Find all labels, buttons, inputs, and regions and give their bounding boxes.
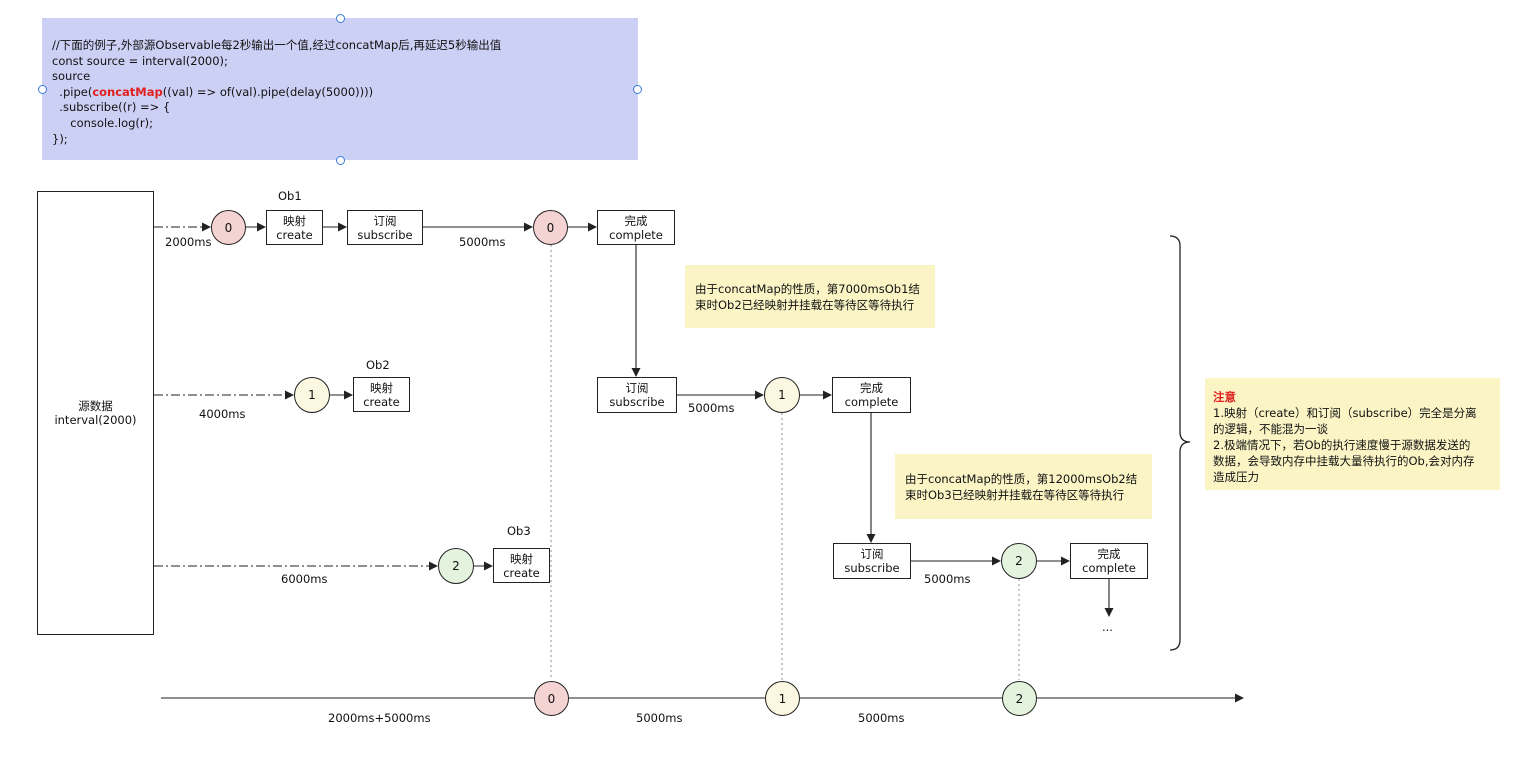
subscribe-line2: subscribe: [357, 227, 413, 242]
create-line2: create: [503, 565, 540, 580]
subscribe-box-ob1[interactable]: 订阅 subscribe: [347, 210, 423, 245]
value-text: 0: [224, 220, 233, 235]
subscribe-line1: 订阅: [860, 547, 884, 561]
note3-line2: 的逻辑，不能混为一谈: [1213, 422, 1328, 436]
pipe-suffix: ((val) => of(val).pipe(delay(5000)))): [162, 84, 374, 99]
note-ob2-complete[interactable]: 由于concatMap的性质，第12000msOb2结 束时Ob3已经映射并挂载…: [895, 454, 1152, 519]
note3-line3: 2.极端情况下，若Ob的执行速度慢于源数据发送的: [1213, 438, 1471, 452]
interval-label-2000: 2000ms: [165, 235, 212, 249]
code-line-1: //下面的例子,外部源Observable每2秒输出一个值,经过concatMa…: [52, 38, 502, 52]
curly-brace: [1169, 235, 1191, 651]
selection-handle-right[interactable]: [633, 85, 642, 94]
code-line-3: source: [52, 69, 91, 84]
value-text: 0: [547, 691, 556, 706]
note3-line5: 造成压力: [1213, 470, 1259, 484]
subscribe-box-ob2[interactable]: 订阅 subscribe: [597, 377, 677, 413]
interval-label-6000: 6000ms: [281, 572, 328, 586]
code-line-7: });: [52, 131, 68, 146]
complete-line1: 完成: [624, 213, 648, 228]
create-box-ob3[interactable]: 映射 create: [493, 548, 550, 583]
note2-line1: 由于concatMap的性质，第12000msOb2结: [905, 472, 1138, 486]
create-box-ob1[interactable]: 映射 create: [266, 210, 323, 245]
selection-handle-top[interactable]: [336, 14, 345, 23]
note3-title: 注意: [1213, 390, 1236, 404]
value-text: 2: [1015, 691, 1024, 706]
create-line2: create: [276, 227, 313, 242]
note2-line2: 束时Ob3已经映射并挂载在等待区等待执行: [905, 488, 1125, 502]
subscribe-line2: subscribe: [609, 395, 665, 409]
create-line1: 映射: [510, 551, 533, 566]
value-text: 0: [546, 220, 555, 235]
subscribe-line1: 订阅: [625, 381, 649, 395]
delay-label-ob2: 5000ms: [688, 401, 735, 415]
output-circle-1[interactable]: 1: [764, 377, 800, 413]
timeline-label-1: 2000ms+5000ms: [328, 711, 431, 725]
note3-line1: 1.映射（create）和订阅（subscribe）完全是分离: [1213, 406, 1477, 420]
timeline-label-2: 5000ms: [636, 711, 683, 725]
pipe-keyword: concatMap: [92, 84, 163, 99]
selection-handle-left[interactable]: [38, 85, 47, 94]
value-text: 1: [778, 388, 786, 402]
delay-label-ob1: 5000ms: [459, 235, 506, 249]
code-line-6: console.log(r);: [52, 115, 153, 130]
create-line2: create: [363, 394, 400, 409]
source-box[interactable]: 源数据 interval(2000): [37, 191, 154, 635]
ob2-label: Ob2: [366, 358, 390, 372]
ob1-label: Ob1: [278, 189, 302, 203]
complete-line1: 完成: [1097, 547, 1121, 561]
complete-line2: complete: [844, 395, 899, 409]
note1-line1: 由于concatMap的性质，第7000msOb1结: [695, 282, 920, 296]
code-line-2: const source = interval(2000);: [52, 53, 228, 68]
value-text: 2: [452, 559, 460, 573]
value-text: 2: [1015, 554, 1023, 568]
code-line-pipe: .pipe(concatMap((val) => of(val).pipe(de…: [52, 85, 501, 101]
subscribe-line2: subscribe: [844, 561, 900, 575]
value-text: 1: [308, 388, 316, 402]
output-circle-0[interactable]: 0: [533, 210, 568, 245]
complete-box-ob1[interactable]: 完成 complete: [597, 210, 675, 245]
ellipsis-label: ...: [1102, 620, 1113, 634]
timeline-label-3: 5000ms: [858, 711, 905, 725]
timeline-circle-2[interactable]: 2: [1002, 681, 1037, 716]
note-ob1-complete[interactable]: 由于concatMap的性质，第7000msOb1结 束时Ob2已经映射并挂载在…: [685, 265, 935, 328]
value-text: 1: [778, 691, 787, 706]
pipe-prefix: .pipe(: [52, 84, 93, 99]
subscribe-box-ob3[interactable]: 订阅 subscribe: [833, 543, 911, 579]
interval-label-4000: 4000ms: [199, 407, 246, 421]
source-box-line2: interval(2000): [54, 413, 137, 427]
source-box-line1: 源数据: [78, 399, 113, 413]
code-text: //下面的例子,外部源Observable每2秒输出一个值,经过concatMa…: [52, 38, 501, 147]
value-circle-2[interactable]: 2: [438, 548, 474, 584]
create-line1: 映射: [283, 213, 306, 228]
complete-box-ob2[interactable]: 完成 complete: [832, 377, 911, 413]
complete-line1: 完成: [860, 381, 883, 395]
complete-line2: complete: [1082, 561, 1136, 575]
create-line1: 映射: [370, 380, 393, 395]
code-line-5: .subscribe((r) => {: [52, 100, 171, 115]
create-box-ob2[interactable]: 映射 create: [353, 377, 410, 412]
note-caution[interactable]: 注意 1.映射（create）和订阅（subscribe）完全是分离 的逻辑，不…: [1205, 378, 1500, 490]
delay-label-ob3: 5000ms: [924, 572, 971, 586]
subscribe-line1: 订阅: [373, 213, 397, 228]
complete-box-ob3[interactable]: 完成 complete: [1070, 543, 1148, 579]
timeline-circle-1[interactable]: 1: [765, 681, 800, 716]
note1-line2: 束时Ob2已经映射并挂载在等待区等待执行: [695, 298, 915, 312]
value-circle-0[interactable]: 0: [211, 210, 246, 245]
complete-line2: complete: [609, 227, 663, 242]
code-note[interactable]: [42, 18, 638, 160]
value-circle-1[interactable]: 1: [294, 377, 330, 413]
output-circle-2[interactable]: 2: [1001, 543, 1037, 579]
timeline-circle-0[interactable]: 0: [534, 681, 569, 716]
note3-line4: 数据，会导致内存中挂载大量待执行的Ob,会对内存: [1213, 454, 1475, 468]
ob3-label: Ob3: [507, 524, 531, 538]
selection-handle-bottom[interactable]: [336, 156, 345, 165]
